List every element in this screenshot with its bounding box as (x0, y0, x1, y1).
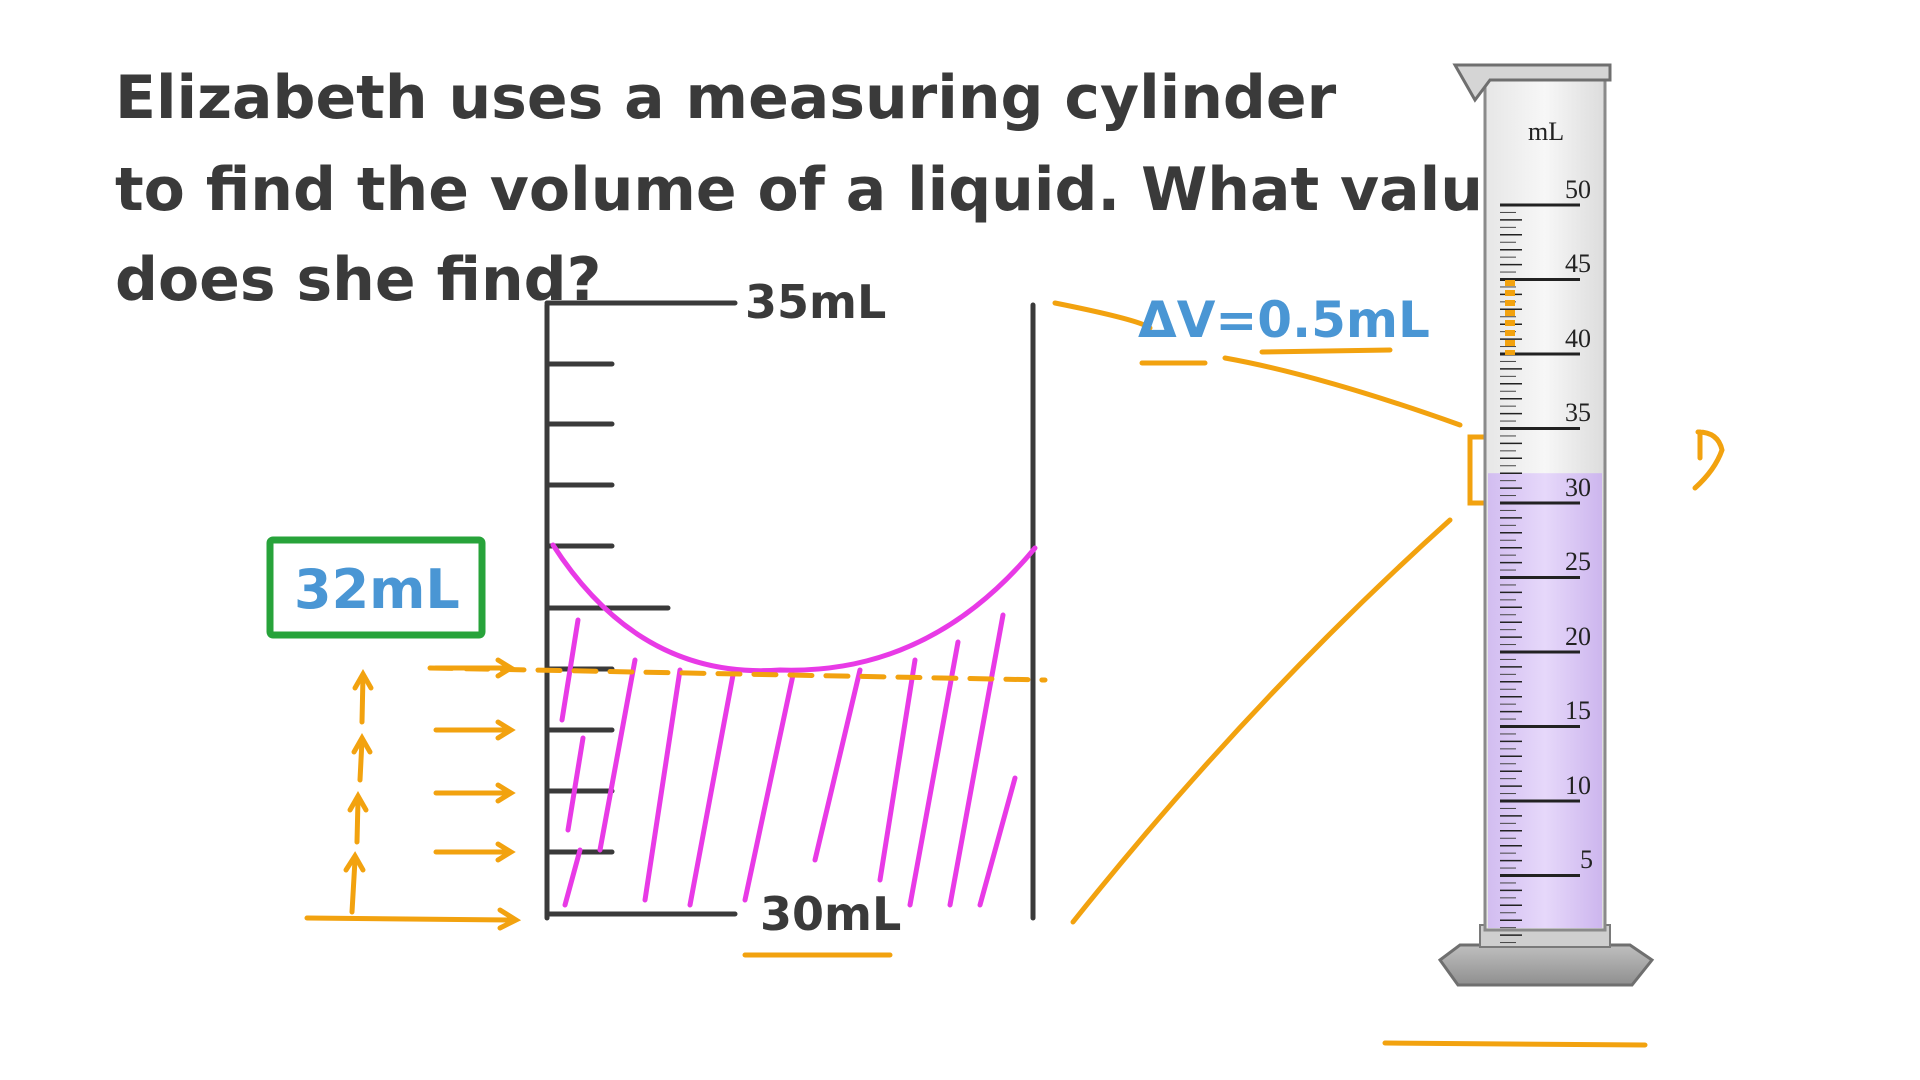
arrowhead (495, 657, 516, 679)
cylinder-bracket (1467, 434, 1493, 506)
arrowhead (495, 841, 516, 863)
hatch-line (812, 667, 863, 863)
cylinder-base (1437, 943, 1655, 987)
meniscus-curve (550, 542, 1038, 674)
scale-label-5: 5 (1580, 845, 1593, 874)
scale-label-20: 20 (1565, 622, 1591, 651)
scale-label-25: 25 (1565, 547, 1591, 576)
zoomed-scale (544, 300, 1036, 921)
scale-label-15: 15 (1565, 696, 1591, 725)
meniscus-reading-line (427, 665, 1048, 683)
question-text: Elizabeth uses a measuring cylinder to f… (115, 63, 1524, 315)
pointer-mark (1692, 429, 1725, 491)
underline-value (1259, 347, 1393, 355)
hatch-line (742, 672, 796, 903)
hatch-line (559, 617, 581, 723)
hatch-line (877, 657, 918, 883)
hatch-line (562, 847, 583, 908)
count-arrows (304, 657, 522, 931)
hatch-line (565, 735, 586, 833)
measuring-cylinder: mL 50 45 40 35 30 25 20 15 10 5 (1437, 63, 1655, 987)
hatch-line (687, 672, 736, 908)
cylinder-graduations (1500, 203, 1580, 944)
scale-label-10: 10 (1565, 771, 1591, 800)
cylinder-spout (1452, 63, 1612, 103)
answer-box (266, 536, 486, 639)
cylinder-unit: mL (1528, 117, 1564, 146)
hatch-line (977, 775, 1018, 908)
liquid-hatching (550, 542, 1038, 908)
zoom-bottom-label: 30mL (760, 887, 901, 941)
hatch-line (947, 612, 1006, 908)
cylinder-liquid (1488, 473, 1602, 928)
cylinder-scale-labels: 50 45 40 35 30 25 20 15 10 5 (1565, 175, 1593, 874)
reading-annotations (304, 280, 1725, 1048)
scale-label-50: 50 (1565, 175, 1591, 204)
answer-value: 32mL (294, 558, 460, 621)
arrowhead (495, 719, 516, 741)
scale-label-45: 45 (1565, 249, 1591, 278)
connector-top (1052, 300, 1463, 428)
hatch-line (907, 639, 961, 908)
scale-label-30: 30 (1565, 473, 1591, 502)
question-line-3: does she find? (115, 245, 601, 315)
arrowhead (495, 782, 516, 804)
hatch-line (642, 667, 683, 903)
question-line-2: to find the volume of a liquid. What val… (115, 155, 1524, 225)
delta-v-label: ΔV=0.5mL (1138, 291, 1430, 349)
arrow-line (304, 915, 518, 923)
up-arrows (343, 668, 374, 915)
bottom-answer-line (1382, 1040, 1648, 1048)
arrowhead (497, 907, 522, 931)
hatch-line (597, 657, 638, 853)
scale-label-35: 35 (1565, 398, 1591, 427)
connector-bottom (1070, 517, 1453, 925)
zoom-top-label: 35mL (745, 275, 886, 329)
question-line-1: Elizabeth uses a measuring cylinder (115, 63, 1337, 133)
scale-label-40: 40 (1565, 324, 1591, 353)
